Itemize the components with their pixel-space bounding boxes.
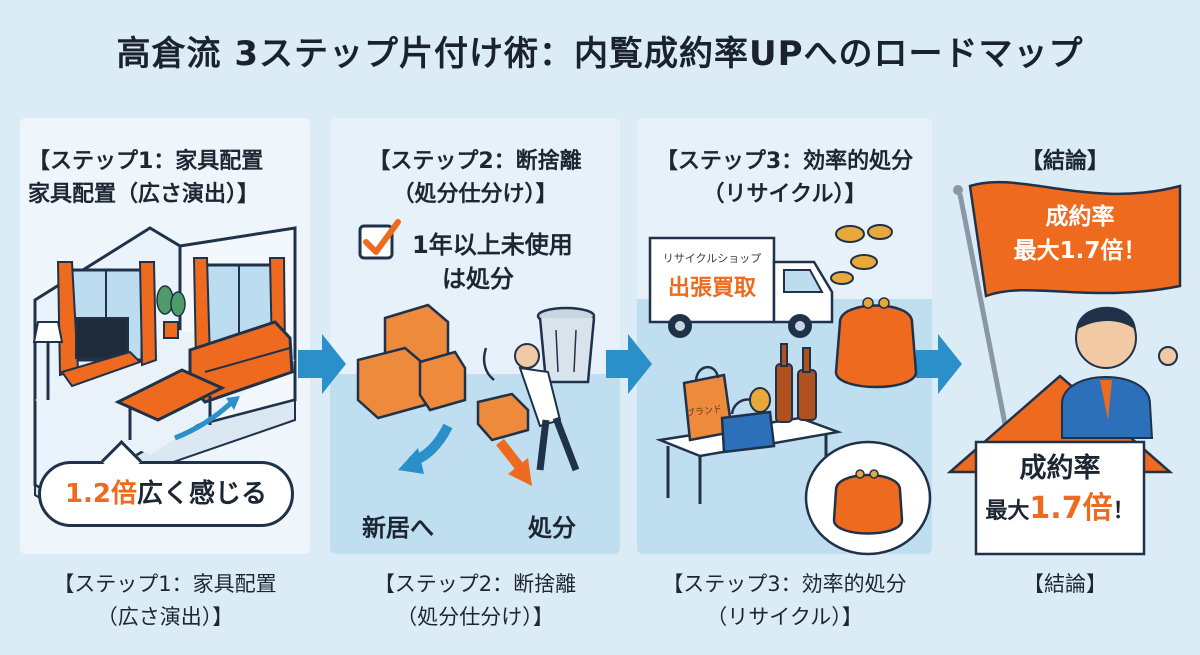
house-suffix: ！ <box>1112 499 1135 524</box>
house-line2: 最大1.7倍！ <box>980 486 1140 535</box>
coins-icon <box>830 224 893 285</box>
conclusion-footer: 【結論】 <box>1023 572 1107 596</box>
callout-highlight: 1.2倍 <box>64 479 138 509</box>
businessman-icon <box>1061 306 1178 439</box>
house-prefix: 最大 <box>985 499 1030 524</box>
step3-header-line1: 【ステップ3：効率的処分 <box>655 149 914 174</box>
arrow-step3-to-conclusion <box>916 334 962 394</box>
step1-footer-line2: （広さ演出）】 <box>96 605 234 629</box>
conclusion-header: 【結論】 <box>1020 149 1109 174</box>
bottles-icon <box>749 343 817 423</box>
label-move: 新居へ <box>362 514 434 542</box>
flag-line2: 最大1.7倍！ <box>1013 238 1147 264</box>
dispose-arrow <box>496 438 526 474</box>
step2-header-line1: 【ステップ2：断捨離 <box>368 149 582 174</box>
flag-line1: 成約率 <box>1045 204 1115 230</box>
arrow-step2-to-step3 <box>606 334 652 394</box>
page-title: 高倉流 3ステップ片付け術：内覧成約率UPへのロードマップ <box>116 34 1084 74</box>
room-illustration <box>32 226 297 512</box>
person-sorting-icon <box>476 343 580 472</box>
step1-footer-line1: 【ステップ1：家具配置 <box>53 572 277 596</box>
house-icon <box>946 374 1174 556</box>
step2-footer: 【ステップ2：断捨離 （処分仕分け）】 <box>330 568 620 634</box>
step2-header: 【ステップ2：断捨離 （処分仕分け）】 <box>330 145 620 211</box>
wallet-icon <box>834 297 918 389</box>
trash-can-icon <box>536 306 596 384</box>
step3-footer-line1: 【ステップ3：効率的処分 <box>662 572 907 596</box>
step1-header-line2: 家具配置（広さ演出）】 <box>28 182 260 207</box>
checkbox-rule-line2: は処分 <box>442 265 514 293</box>
house-highlight: 1.7倍 <box>1029 491 1113 526</box>
step2-footer-line1: 【ステップ2：断捨離 <box>373 572 577 596</box>
step1-header: 【ステップ1：家具配置 家具配置（広さ演出）】 <box>28 145 263 211</box>
checkbox-rule-line1: 1年以上未使用 <box>412 231 573 259</box>
step3-footer-line2: （リサイクル）】 <box>706 605 863 629</box>
spacious-callout: 1.2倍広く感じる <box>38 439 294 527</box>
checkbox-icon <box>358 219 401 260</box>
step2-header-line2: （処分仕分け）】 <box>392 182 558 207</box>
truck-label-shop: リサイクルショップ <box>662 252 762 265</box>
step1-header-line1: 【ステップ1：家具配置 <box>28 149 264 174</box>
label-dispose: 処分 <box>528 514 576 542</box>
step1-footer: 【ステップ1：家具配置 （広さ演出）】 <box>20 568 310 634</box>
step3-header: 【ステップ3：効率的処分 （リサイクル）】 <box>637 145 932 211</box>
callout-text: 広く感じる <box>137 479 268 509</box>
step3-header-line2: （リサイクル）】 <box>702 182 867 207</box>
truck-label-service: 出張買取 <box>667 276 756 301</box>
boxes-icon <box>356 303 467 420</box>
flag-icon <box>953 180 1182 471</box>
step3-footer: 【ステップ3：効率的処分 （リサイクル）】 <box>637 568 932 634</box>
wallet-bubble-icon <box>804 440 932 556</box>
step2-footer-line2: （処分仕分け）】 <box>396 605 554 629</box>
checkbox-rule: 1年以上未使用 は処分 <box>412 228 573 296</box>
flag-text: 成約率 最大1.7倍！ <box>990 200 1170 268</box>
house-line1: 成約率 <box>1019 453 1101 484</box>
truck-icon <box>648 236 834 338</box>
house-text: 成約率 最大1.7倍！ <box>980 452 1140 535</box>
arrow-step1-to-step2 <box>298 334 346 394</box>
